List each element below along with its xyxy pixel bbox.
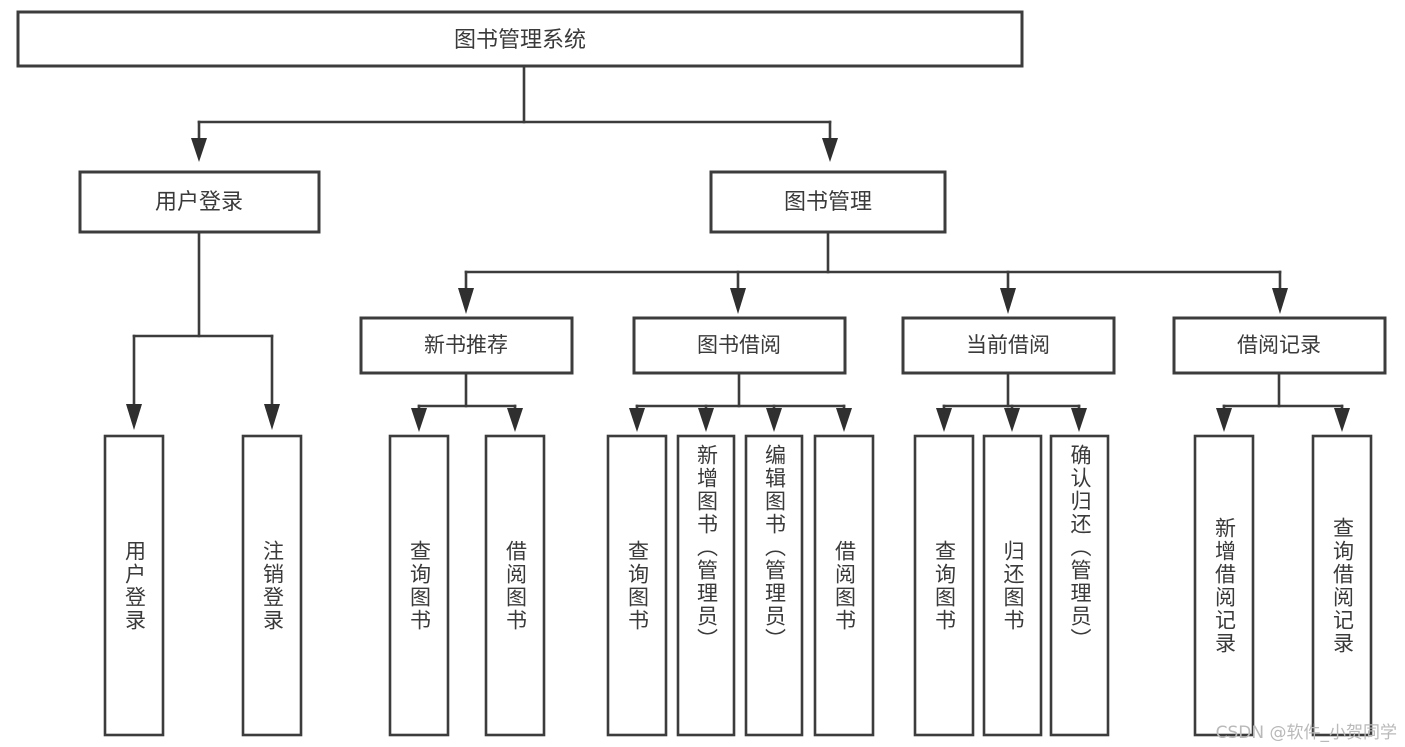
connector-user-login-to-leaves [126,230,280,430]
leaf-box-user-login[interactable] [103,434,165,737]
arrow-head-bb-4 [836,408,852,432]
leaf-box-borrow-book-2[interactable] [813,434,875,737]
node-book-manage-box[interactable] [709,170,947,234]
arrow-head-book-manage [822,138,838,162]
node-book-borrow-box[interactable] [632,316,847,375]
arrow-head-leaf-user-logout [264,404,280,430]
arrow-head-new-book-recommend [458,288,474,314]
connector-new-book-recommend-to-leaves [411,371,523,432]
arrow-head-cb-3 [1071,408,1087,432]
node-new-book-recommend-label: 新书推荐 [424,333,508,357]
leaf-box-confirm-return[interactable] [1049,434,1110,737]
leaf-box-edit-book[interactable] [744,434,804,737]
arrow-head-nbr-2 [507,408,523,432]
leaf-box-add-book[interactable] [676,434,736,737]
arrow-head-user-login [191,138,207,162]
node-current-borrow[interactable]: 当前借阅 [901,316,1116,375]
leaf-box-return-book[interactable] [982,434,1043,737]
arrow-head-book-borrow [730,288,746,314]
leaf-box-query-book-3[interactable] [913,434,975,737]
node-book-manage[interactable]: 图书管理 [709,170,947,234]
node-root[interactable]: 图书管理系统 [16,10,1024,68]
node-user-login-label: 用户登录 [155,190,243,215]
node-book-borrow-label: 图书借阅 [697,333,781,357]
node-book-borrow[interactable]: 图书借阅 [632,316,847,375]
arrow-head-bb-2 [698,408,714,432]
connector-current-borrow-to-leaves [936,371,1087,432]
arrow-head-leaf-user-login [126,404,142,430]
leaf-box-query-borrow-record[interactable] [1311,434,1373,737]
leaf-box-query-book-2[interactable] [606,434,668,737]
leaf-box-query-book-1[interactable] [388,434,450,737]
node-new-book-recommend-box[interactable] [359,316,574,375]
node-new-book-recommend[interactable]: 新书推荐 [359,316,574,375]
leaf-box-add-borrow-record[interactable] [1193,434,1255,737]
node-borrow-record-label: 借阅记录 [1237,333,1321,357]
connector-book-borrow-to-leaves [629,371,852,432]
arrow-head-bb-1 [629,408,645,432]
connector-root-to-level1 [191,64,838,162]
connector-borrow-record-to-leaves [1216,371,1350,432]
arrow-head-current-borrow [1000,288,1016,314]
node-borrow-record-box[interactable] [1172,316,1387,375]
node-root-box[interactable] [16,10,1024,68]
node-user-login[interactable]: 用户登录 [78,170,321,234]
connector-book-manage-to-level2 [458,230,1288,314]
arrow-head-br-2 [1334,408,1350,432]
leaf-box-borrow-book-1[interactable] [484,434,546,737]
arrow-head-cb-1 [936,408,952,432]
arrow-head-bb-3 [766,408,782,432]
arrow-head-nbr-1 [411,408,427,432]
arrow-head-borrow-record [1272,288,1288,314]
node-current-borrow-box[interactable] [901,316,1116,375]
leaf-box-user-logout[interactable] [241,434,303,737]
node-root-label: 图书管理系统 [454,28,586,53]
arrow-head-br-1 [1216,408,1232,432]
node-book-manage-label: 图书管理 [784,190,872,215]
node-borrow-record[interactable]: 借阅记录 [1172,316,1387,375]
arrow-head-cb-2 [1004,408,1020,432]
node-current-borrow-label: 当前借阅 [966,333,1050,357]
